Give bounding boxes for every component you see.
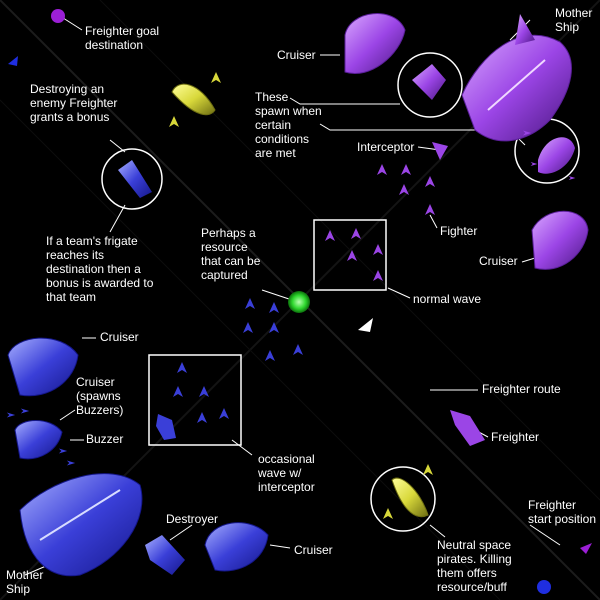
label-freighter-route: Freighter route [482,382,561,396]
lower-lane [0,99,501,600]
label-normal-wave: normal wave [413,292,482,306]
purple-cruiser-top [344,13,406,74]
pirate-ships [169,72,433,519]
triangle-marker-icon [580,543,592,554]
purple-ship-in-circle-top [412,64,446,100]
label-cruiser-bottom: Cruiser [294,543,333,557]
blue-cruiser-left [7,337,79,397]
purple-freighter [450,410,485,446]
label-fighter: Fighter [440,224,478,238]
label-cruiser-top: Cruiser [277,48,316,62]
blue-destroyer [145,535,185,575]
label-buzzer: Buzzer [86,432,124,446]
route-arrow-icon [358,318,373,332]
normal-wave-box [313,219,387,291]
purple-mother-ship [461,14,572,142]
label-interceptor: Interceptor [357,140,415,154]
purple-interceptor [432,142,448,160]
blue-interceptor [156,414,176,440]
purple-cruiser-right [531,210,589,270]
occasional-wave-box [148,354,242,446]
label-cruiser-left: Cruiser [100,330,139,344]
blue-fighters [156,298,303,440]
label-destroyer: Destroyer [166,512,219,526]
blue-cruiser-spawns-buzzers [6,408,76,466]
purple-fighters [325,142,485,446]
upper-lane [99,0,600,501]
triangle-marker-icon [8,56,18,66]
label-cruiser-right: Cruiser [479,254,518,268]
purple-ship-in-circle-right [522,130,576,180]
label-freighter: Freighter [491,430,540,444]
start-marker-icon [537,580,551,594]
leader-lines [24,15,561,576]
blue-cruiser-bottom [204,522,269,572]
blue-ship-in-circle [118,160,152,198]
resource-icon [288,291,310,313]
goal-marker-icon [51,9,65,23]
blue-mother-ship [19,473,143,577]
